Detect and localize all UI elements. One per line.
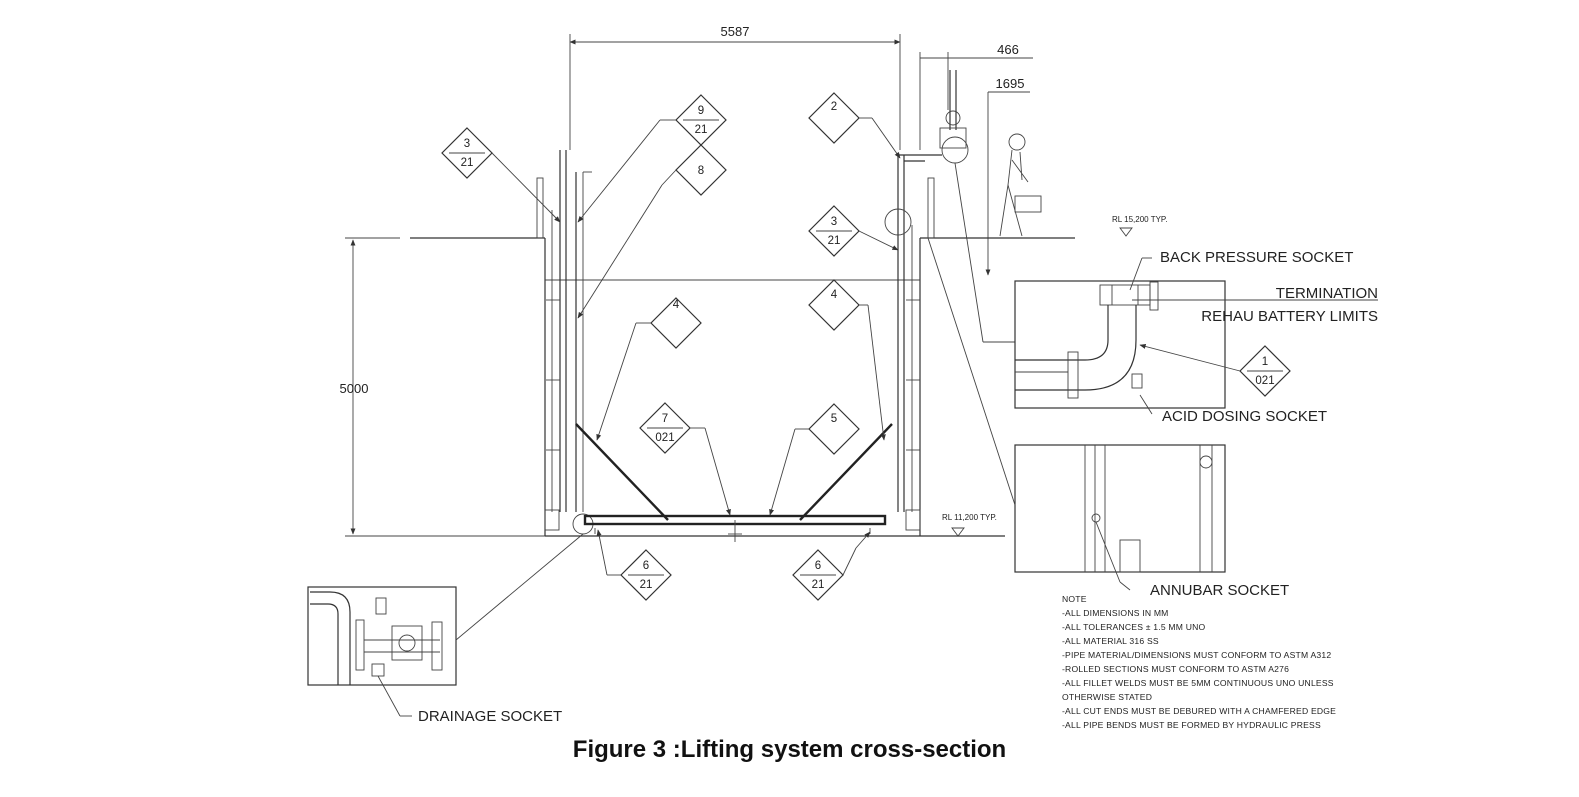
tag-1: 1 021 (1139, 343, 1291, 397)
pit-structure (410, 70, 1075, 542)
tag-9: 9 21 (577, 94, 727, 223)
level-bottom-label: RL 11,200 TYP. (942, 513, 997, 522)
svg-text:021: 021 (1255, 375, 1274, 387)
svg-text:21: 21 (828, 235, 841, 247)
back-pressure-socket-label: BACK PRESSURE SOCKET (1160, 249, 1353, 266)
svg-text:-ALL TOLERANCES ± 1.5 MM UNO: -ALL TOLERANCES ± 1.5 MM UNO (1062, 622, 1206, 632)
level-marker-bottom: RL 11,200 TYP. (942, 513, 997, 537)
dimension-width: 5587 (569, 24, 901, 150)
tag-3-left: 3 21 (441, 127, 561, 223)
acid-dosing-socket-label: ACID DOSING SOCKET (1162, 408, 1327, 425)
svg-text:21: 21 (695, 124, 708, 136)
battery-limits-label: REHAU BATTERY LIMITS (1201, 308, 1378, 325)
dimension-width-label: 5587 (721, 24, 750, 39)
svg-text:021: 021 (655, 432, 674, 444)
drainage-socket-label: DRAINAGE SOCKET (418, 708, 562, 725)
svg-text:NOTE: NOTE (1062, 594, 1087, 604)
detail-drainage: DRAINAGE SOCKET (307, 533, 584, 725)
svg-text:3: 3 (464, 138, 470, 150)
tag-4-left: 4 (596, 297, 702, 441)
svg-text:9: 9 (698, 105, 704, 117)
svg-text:21: 21 (640, 579, 653, 591)
svg-text:4: 4 (831, 289, 838, 301)
figure-caption: Figure 3 :Lifting system cross-section (572, 736, 1007, 763)
person-icon (999, 133, 1042, 237)
svg-text:-PIPE MATERIAL/DIMENSIONS MUST: -PIPE MATERIAL/DIMENSIONS MUST CONFORM T… (1062, 650, 1331, 660)
svg-text:7: 7 (662, 413, 668, 425)
tag-6-left: 6 21 (596, 529, 672, 601)
notes-block: NOTE -ALL DIMENSIONS IN MM -ALL TOLERANC… (1062, 594, 1336, 730)
svg-text:OTHERWISE STATED: OTHERWISE STATED (1062, 692, 1152, 702)
annubar-socket-label: ANNUBAR SOCKET (1150, 582, 1289, 599)
tag-3-right: 3 21 (808, 205, 899, 257)
detail-annubar: ANNUBAR SOCKET (927, 237, 1289, 599)
svg-text:6: 6 (643, 560, 649, 572)
dimension-offset: 466 (919, 42, 1033, 150)
tag-5: 5 (769, 403, 860, 516)
svg-text:21: 21 (461, 157, 474, 169)
level-marker-top: RL 15,200 TYP. (1112, 215, 1167, 237)
svg-text:3: 3 (831, 216, 837, 228)
tag-6-right: 6 21 (792, 531, 871, 601)
tag-4-right: 4 (808, 279, 886, 441)
svg-text:-ALL MATERIAL 316 SS: -ALL MATERIAL 316 SS (1062, 636, 1159, 646)
svg-text:8: 8 (698, 165, 704, 177)
dimension-offset-label: 466 (997, 42, 1019, 57)
tag-2: 2 (808, 92, 901, 159)
dimension-height: 5000 (340, 237, 545, 537)
svg-text:6: 6 (815, 560, 821, 572)
svg-text:-ALL CUT ENDS MUST BE DEBURED: -ALL CUT ENDS MUST BE DEBURED WITH A CHA… (1062, 706, 1336, 716)
level-top-label: RL 15,200 TYP. (1112, 215, 1167, 224)
svg-text:-ALL DIMENSIONS IN MM: -ALL DIMENSIONS IN MM (1062, 608, 1169, 618)
detail-back-pressure: BACK PRESSURE SOCKET TERMINATION REHAU B… (1014, 249, 1378, 425)
tag-7: 7 021 (639, 402, 731, 516)
svg-text:4: 4 (673, 299, 680, 311)
svg-text:21: 21 (812, 579, 825, 591)
dimension-side: 1695 (985, 76, 1030, 276)
tag-8: 8 (577, 144, 727, 319)
svg-text:1: 1 (1262, 356, 1268, 368)
svg-text:-ALL PIPE BENDS MUST BE FORMED: -ALL PIPE BENDS MUST BE FORMED BY HYDRAU… (1062, 720, 1321, 730)
termination-label: TERMINATION (1276, 285, 1378, 302)
svg-text:-ALL FILLET WELDS MUST BE 5MM: -ALL FILLET WELDS MUST BE 5MM CONTINUOUS… (1062, 678, 1334, 688)
dimension-side-label: 1695 (996, 76, 1025, 91)
dimension-height-label: 5000 (340, 381, 369, 396)
svg-text:2: 2 (831, 101, 837, 113)
svg-text:-ROLLED SECTIONS MUST CONFORM: -ROLLED SECTIONS MUST CONFORM TO ASTM A2… (1062, 664, 1289, 674)
svg-text:5: 5 (831, 413, 837, 425)
